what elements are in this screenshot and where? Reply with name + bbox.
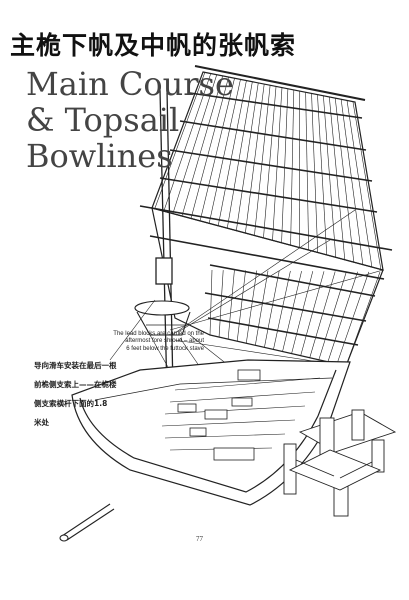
deck-planks <box>161 377 321 451</box>
english-title: Main Course & Topsail Bowlines <box>26 65 234 175</box>
annotation-line-3: 6 feet below the futtock stave <box>126 345 204 352</box>
chinese-annotation: 导向滑车安装在最后一根 前桅侧支索上——在桅楼 侧支索横杆下面的1.8 米处 <box>34 356 234 432</box>
cn-annotation-line-1: 导向滑车安装在最后一根 <box>34 361 117 370</box>
english-title-line-1: Main Course <box>26 65 234 103</box>
english-annotation: The lead blocks are carried on the after… <box>52 331 204 353</box>
futtock-stave-detail <box>283 409 397 517</box>
cn-annotation-line-4: 米处 <box>34 418 49 427</box>
chinese-title: 主桅下帆及中帆的张帆索 <box>10 31 297 60</box>
annotation-line-1: The lead blocks are carried on the <box>113 331 204 337</box>
english-title-line-2: & Topsail <box>26 101 180 139</box>
page-number: 77 <box>196 535 203 543</box>
sail-battens <box>139 92 393 346</box>
top-yard <box>194 65 366 101</box>
cn-annotation-line-2: 前桅侧支索上——在桅楼 <box>34 380 117 389</box>
english-title-line-3: Bowlines <box>26 137 173 175</box>
annotation-line-2: aftermost fore shroud – about <box>125 338 204 345</box>
sail-panel-lines <box>154 71 382 367</box>
bowsprit <box>59 503 115 542</box>
cn-annotation-line-3: 侧支索横杆下面的1.8 <box>34 399 108 408</box>
deck-fittings <box>177 369 261 461</box>
mast-top-platform <box>134 300 191 336</box>
